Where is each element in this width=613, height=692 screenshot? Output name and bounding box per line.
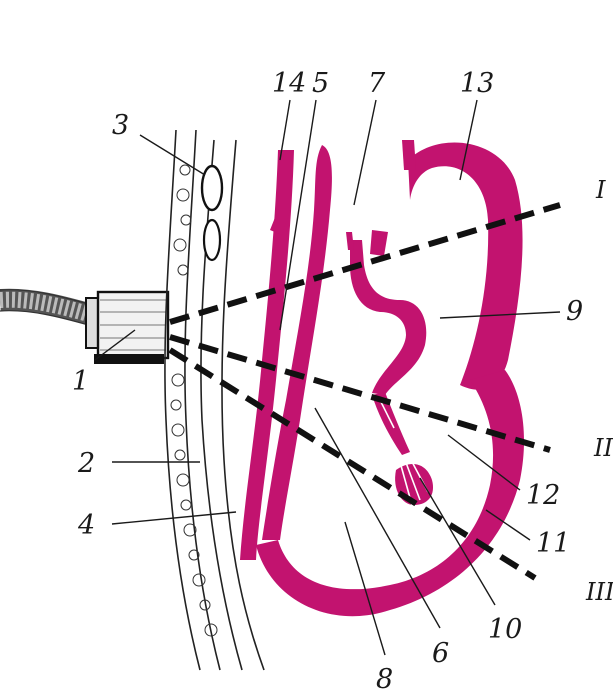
label-9: 9 bbox=[566, 296, 583, 327]
label-3: 3 bbox=[112, 110, 129, 141]
left-atrium-wall bbox=[408, 143, 523, 390]
aortic-wall bbox=[350, 240, 426, 395]
beam-label-2: II bbox=[593, 434, 613, 462]
label-1: 1 bbox=[72, 366, 89, 397]
label-14: 14 bbox=[272, 68, 306, 99]
beam-label-3: III bbox=[585, 578, 613, 606]
label-4: 4 bbox=[77, 510, 95, 541]
label-10: 10 bbox=[488, 614, 522, 645]
label-2: 2 bbox=[77, 448, 95, 479]
label-13: 13 bbox=[460, 68, 494, 99]
label-12: 12 bbox=[526, 480, 560, 511]
label-8: 8 bbox=[376, 664, 393, 692]
internal-thoracic-vessel bbox=[202, 166, 222, 260]
label-7: 7 bbox=[368, 68, 386, 99]
transducer-cable bbox=[0, 290, 92, 326]
label-5: 5 bbox=[312, 68, 329, 99]
beam-labels: I II III bbox=[585, 176, 613, 606]
label-6: 6 bbox=[432, 638, 449, 669]
transducer-probe bbox=[86, 292, 168, 364]
label-11: 11 bbox=[536, 528, 570, 559]
beam-label-1: I bbox=[595, 176, 606, 204]
